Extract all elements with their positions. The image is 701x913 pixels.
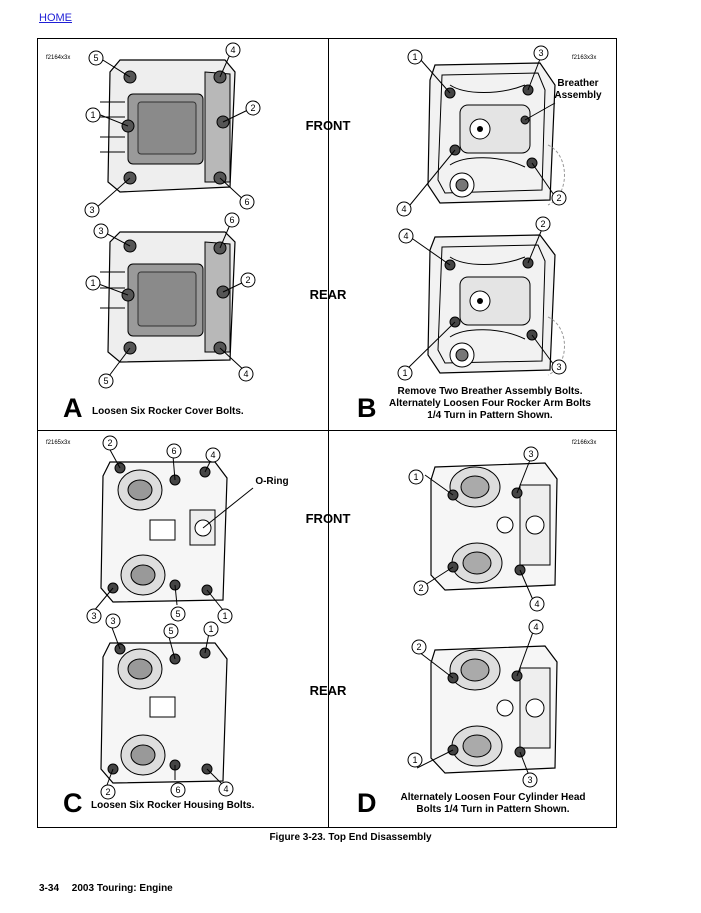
panel-c-code: f2165x3x xyxy=(46,440,71,446)
callout-b-rear-2: 2 xyxy=(540,219,546,229)
callout-d-front-3: 2 xyxy=(418,583,424,593)
callout-c-front-5: 5 xyxy=(175,609,181,619)
callout-b-rear-3: 1 xyxy=(402,368,408,378)
callout-d-front-2: 1 xyxy=(413,472,419,482)
breather-label-line-1: Breather xyxy=(557,78,599,89)
o-ring-label: O-Ring xyxy=(255,476,289,487)
callout-a-rear-2: 6 xyxy=(229,215,235,225)
callout-a-front-6: 6 xyxy=(244,197,250,207)
callout-a-front-5: 3 xyxy=(89,205,95,215)
callout-a-front-3: 1 xyxy=(90,110,96,120)
callout-a-rear-6: 4 xyxy=(243,369,249,379)
callout-a-rear-4: 2 xyxy=(245,275,251,285)
panel-b-caption-line-3: 1/4 Turn in Pattern Shown. xyxy=(427,410,553,421)
callout-a-rear-1: 3 xyxy=(98,226,104,236)
callout-a-rear-5: 5 xyxy=(103,376,109,386)
breather-assembly-label: Breather Assembly xyxy=(548,78,608,102)
page-footer: 3-34 2003 Touring: Engine xyxy=(39,883,173,894)
callout-c-rear-4: 2 xyxy=(105,787,111,797)
panel-d-code: f2166x3x xyxy=(572,440,597,446)
callout-d-rear-1: 4 xyxy=(533,622,539,632)
callout-c-rear-3: 1 xyxy=(208,624,214,634)
callout-d-front-1: 3 xyxy=(528,449,534,459)
callout-b-front-1: 1 xyxy=(412,52,418,62)
panel-d-caption-line-1: Alternately Loosen Four Cylinder Head xyxy=(400,792,586,803)
callout-b-front-3: 2 xyxy=(556,193,562,203)
panel-d-letter: D xyxy=(357,788,377,818)
cylinder-head-rear-illustration xyxy=(416,631,558,779)
panel-d-caption-line-2: Bolts 1/4 Turn in Pattern Shown. xyxy=(416,804,570,815)
vertical-divider xyxy=(328,38,329,828)
panel-c-caption: Loosen Six Rocker Housing Bolts. xyxy=(91,800,255,811)
callout-a-front-2: 4 xyxy=(230,45,236,55)
cylinder-head-front-illustration xyxy=(424,459,558,601)
callout-d-rear-3: 1 xyxy=(412,755,418,765)
callout-c-front-6: 1 xyxy=(222,611,228,621)
panel-c-letter: C xyxy=(63,788,83,818)
panel-b-letter: B xyxy=(357,393,377,423)
home-link[interactable]: HOME xyxy=(39,12,72,24)
panel-a-caption: Loosen Six Rocker Cover Bolts. xyxy=(92,406,244,417)
label-front-bottom: FRONT xyxy=(305,511,351,526)
panel-b-caption-line-2: Alternately Loosen Four Rocker Arm Bolts xyxy=(389,398,591,409)
figure-frame xyxy=(37,38,617,828)
callout-c-front-2: 6 xyxy=(171,446,177,456)
callout-d-rear-2: 2 xyxy=(416,642,422,652)
callout-a-front-4: 2 xyxy=(250,103,256,113)
rocker-housing-rear-illustration xyxy=(100,624,228,786)
panel-b-caption-line-1: Remove Two Breather Assembly Bolts. xyxy=(397,386,583,397)
callout-b-rear-4: 3 xyxy=(556,362,562,372)
rocker-housing-front-illustration xyxy=(92,447,254,613)
label-rear-bottom: REAR xyxy=(309,683,347,698)
callout-a-front-1: 5 xyxy=(93,53,99,63)
label-front-top: FRONT xyxy=(305,118,351,133)
callout-b-front-4: 4 xyxy=(401,204,407,214)
page-number: 3-34 xyxy=(39,883,60,894)
rocker-arm-front-illustration xyxy=(409,58,565,206)
figure-title: Figure 3-23. Top End Disassembly xyxy=(269,832,432,843)
callout-a-rear-3: 1 xyxy=(90,278,96,288)
horizontal-divider xyxy=(37,430,617,431)
callout-d-front-4: 4 xyxy=(534,599,540,609)
callout-c-rear-5: 6 xyxy=(175,785,181,795)
callout-c-rear-2: 5 xyxy=(168,626,174,636)
callout-d-rear-4: 3 xyxy=(527,775,533,785)
callout-c-front-3: 4 xyxy=(210,450,216,460)
panel-a-letter: A xyxy=(63,393,83,423)
label-rear-top: REAR xyxy=(309,287,347,302)
rocker-arm-rear-illustration xyxy=(405,228,565,376)
footer-section: 2003 Touring: Engine xyxy=(71,883,173,894)
breather-label-line-2: Assembly xyxy=(554,90,602,101)
panel-d-caption: Alternately Loosen Four Cylinder Head Bo… xyxy=(383,792,603,816)
rocker-cover-front-illustration xyxy=(95,49,253,209)
callout-c-front-4: 3 xyxy=(91,611,97,621)
rocker-cover-rear-illustration xyxy=(95,219,249,381)
panel-a-code: f2164x3x xyxy=(46,55,71,61)
panel-b-code: f2163x3x xyxy=(572,55,597,61)
callout-c-front-1: 2 xyxy=(107,438,113,448)
callout-c-rear-6: 4 xyxy=(223,784,229,794)
callout-b-front-2: 3 xyxy=(538,48,544,58)
panel-b-caption: Remove Two Breather Assembly Bolts. Alte… xyxy=(375,386,605,422)
callout-c-rear-1: 3 xyxy=(110,616,116,626)
callout-b-rear-1: 4 xyxy=(403,231,409,241)
